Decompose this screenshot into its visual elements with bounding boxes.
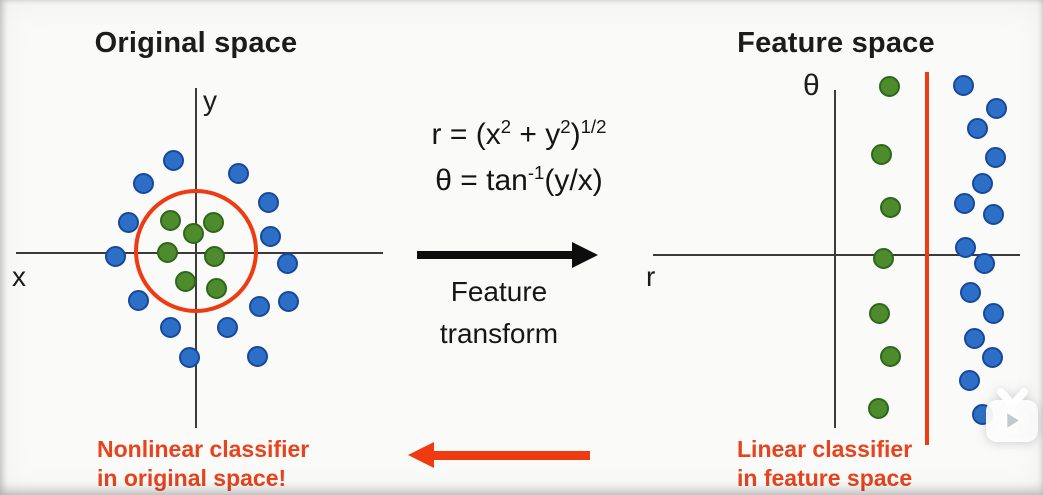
original-blue-data-point xyxy=(104,245,126,267)
inverse-transform-arrow xyxy=(430,451,590,460)
formula-theta-sup1: -1 xyxy=(527,162,545,183)
feature-blue-data-point xyxy=(982,302,1004,324)
formula-theta-text2: (y/x) xyxy=(544,164,603,197)
formula-r-sup3: 1/2 xyxy=(580,116,607,137)
formula-theta: θ = tan-1(y/x) xyxy=(369,162,669,198)
feature-green-data-point xyxy=(867,397,889,419)
feature-blue-data-point xyxy=(971,172,993,194)
inverse-transform-arrow-head-icon xyxy=(408,442,434,468)
feature-transform-label-line1: Feature xyxy=(450,276,548,307)
feature-theta-axis-label: θ xyxy=(803,69,820,102)
nonlinear-caption-line1: Nonlinear classifier xyxy=(97,436,310,462)
feature-blue-data-point xyxy=(954,236,976,258)
feature-green-data-point xyxy=(872,247,894,269)
feature-theta-axis xyxy=(834,90,836,428)
feature-blue-data-point xyxy=(953,192,975,214)
linear-classifier-caption: Linear classifier in feature space xyxy=(737,435,912,493)
original-green-data-point xyxy=(205,277,227,299)
original-blue-data-point xyxy=(227,162,249,184)
feature-blue-data-point xyxy=(982,203,1004,225)
original-blue-data-point xyxy=(132,172,154,194)
nonlinear-caption-line2: in original space! xyxy=(97,465,287,491)
original-blue-data-point xyxy=(178,346,200,368)
formula-theta-text: θ = tan xyxy=(435,164,528,197)
linear-caption-line1: Linear classifier xyxy=(737,436,913,462)
feature-blue-data-point xyxy=(959,281,981,303)
feature-blue-data-point xyxy=(966,117,988,139)
feature-transform-arrow xyxy=(417,251,575,259)
original-blue-data-point xyxy=(277,290,299,312)
feature-r-axis-label: r xyxy=(646,261,656,292)
feature-r-axis xyxy=(653,254,1020,256)
original-y-axis-label: y xyxy=(203,85,217,116)
feature-green-data-point xyxy=(868,302,890,324)
original-blue-data-point xyxy=(216,316,238,338)
original-blue-data-point xyxy=(162,149,184,171)
linear-caption-line2: in feature space xyxy=(737,465,913,491)
formula-r-text: r = (x xyxy=(431,118,501,151)
original-green-data-point xyxy=(202,211,224,233)
feature-blue-data-point xyxy=(973,252,995,274)
feature-green-data-point xyxy=(878,75,900,97)
original-blue-data-point xyxy=(276,252,298,274)
nonlinear-classifier-caption: Nonlinear classifier in original space! xyxy=(97,435,309,493)
original-green-data-point xyxy=(182,222,204,244)
original-green-data-point xyxy=(174,270,196,292)
feature-blue-data-point xyxy=(958,369,980,391)
formula-r-sup2: 2 xyxy=(560,116,571,137)
original-blue-data-point xyxy=(127,289,149,311)
original-space-title: Original space xyxy=(94,27,298,59)
feature-space-title: Feature space xyxy=(737,27,935,59)
original-green-data-point xyxy=(159,209,181,231)
original-blue-data-point xyxy=(117,211,139,233)
play-tv-icon xyxy=(986,388,1038,442)
feature-blue-data-point xyxy=(963,327,985,349)
formula-r-sup1: 2 xyxy=(500,116,512,137)
feature-blue-data-point xyxy=(981,346,1003,368)
feature-blue-data-point xyxy=(952,74,974,96)
nonlinear-classifier-circle xyxy=(134,189,258,313)
original-x-axis-label: x xyxy=(12,261,26,292)
original-green-data-point xyxy=(203,245,225,267)
feature-transform-label-line2: transform xyxy=(439,318,559,349)
feature-green-data-point xyxy=(870,143,892,165)
linear-classifier-line xyxy=(925,72,929,445)
original-blue-data-point xyxy=(248,295,270,317)
feature-blue-data-point xyxy=(985,97,1007,119)
original-blue-data-point xyxy=(159,316,181,338)
original-blue-data-point xyxy=(246,345,268,367)
feature-green-data-point xyxy=(879,196,901,218)
feature-blue-data-point xyxy=(984,146,1006,168)
feature-green-data-point xyxy=(879,345,901,367)
feature-transform-arrow-head-icon xyxy=(572,242,598,268)
formula-r-text2: + y xyxy=(511,118,561,151)
original-blue-data-point xyxy=(257,191,279,213)
formula-r: r = (x2 + y2)1/2 xyxy=(369,116,669,152)
formula-r-text3: ) xyxy=(570,118,581,151)
video-play-overlay-button[interactable] xyxy=(983,387,1041,449)
original-green-data-point xyxy=(156,241,178,263)
original-blue-data-point xyxy=(259,225,281,247)
